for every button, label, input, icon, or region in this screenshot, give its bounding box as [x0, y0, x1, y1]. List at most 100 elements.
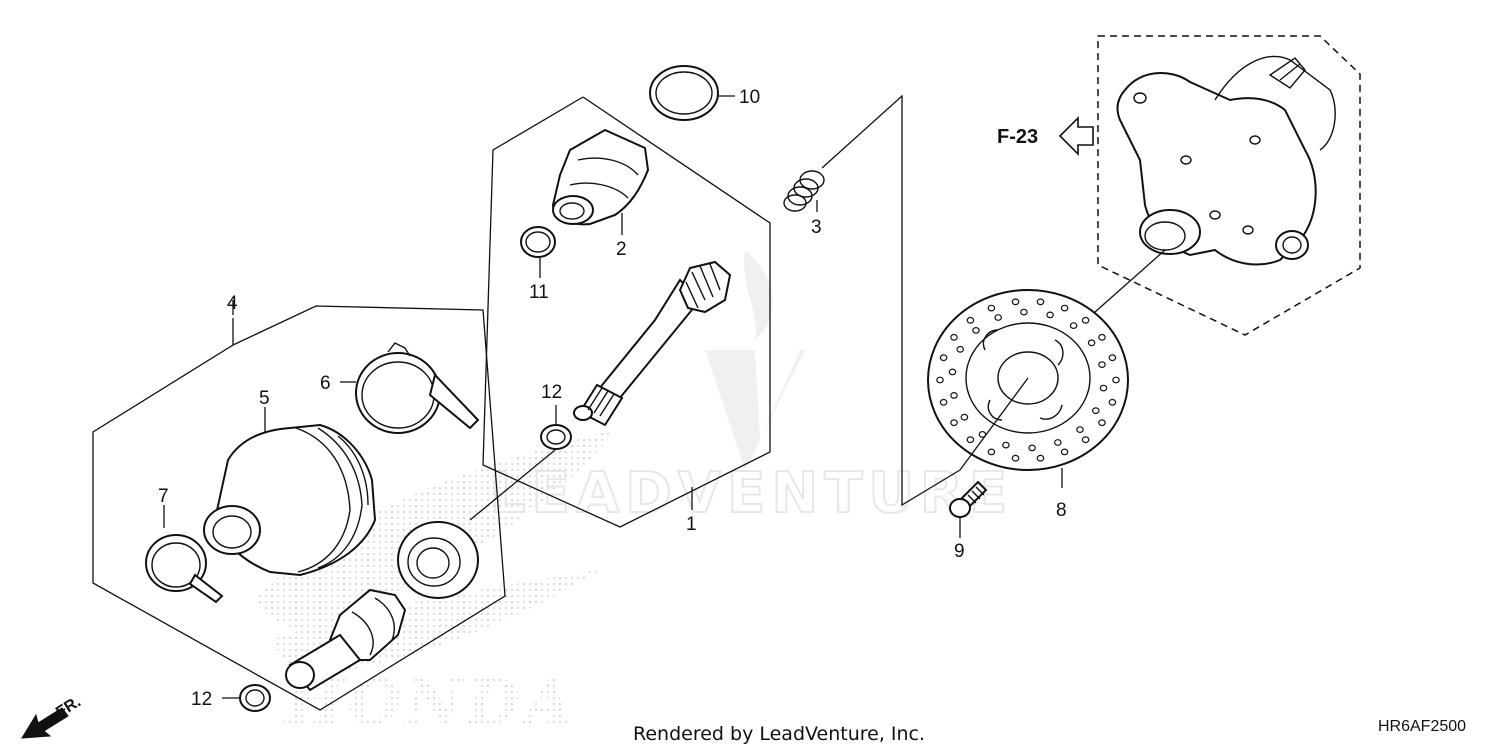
- disc-hole: [1099, 384, 1108, 392]
- disc-hole: [1087, 339, 1096, 347]
- disc-hole: [939, 354, 948, 362]
- f23-arrow-icon: [1058, 116, 1094, 156]
- callout-9: 9: [954, 541, 965, 562]
- shaft-spline-teeth: [685, 263, 721, 309]
- boot-small-end: [203, 505, 261, 555]
- diagram-code: HR6AF2500: [1378, 718, 1466, 735]
- universal-joint: [285, 588, 407, 692]
- disc-hole: [966, 316, 975, 324]
- joint-end: [285, 661, 315, 689]
- clamp-7-tail: [188, 573, 224, 604]
- disc-vent-holes: [936, 298, 1120, 462]
- ring-12-lower: [239, 684, 271, 712]
- boot-convolutions: [295, 427, 369, 573]
- group-3-outline: [821, 94, 961, 507]
- spring-3: [783, 170, 825, 212]
- disc-hole: [972, 327, 980, 334]
- callout-3: 3: [811, 217, 822, 238]
- o-ring-10-inner: [655, 71, 713, 115]
- clamp-7: [145, 534, 224, 604]
- disc-hole: [1060, 448, 1069, 456]
- hub-dashed-outline: [1097, 35, 1361, 336]
- disc-hole: [1112, 376, 1120, 384]
- disc-hole: [948, 368, 957, 376]
- disc-hole: [1092, 407, 1100, 415]
- callout-1: 1: [686, 514, 697, 535]
- ring-11-inner: [525, 231, 551, 253]
- disc-hole: [950, 333, 958, 341]
- ring12-to-joint-leader: [469, 449, 556, 521]
- disc-hole: [960, 413, 969, 421]
- callout-6: 6: [320, 373, 331, 394]
- callout-4: 4: [227, 293, 238, 314]
- outboard-cup-mouth: [552, 195, 594, 225]
- disc-hole: [966, 436, 975, 444]
- disc-hole: [939, 398, 948, 406]
- disc-hole: [1028, 444, 1036, 452]
- disc-outer: [927, 289, 1129, 471]
- callout-2: 2: [616, 239, 627, 260]
- disc-hole: [1098, 419, 1106, 427]
- callout-11: 11: [529, 282, 549, 303]
- leadventure-logo-watermark: [705, 250, 805, 470]
- shaft-spline-ridges: [587, 387, 615, 417]
- callout-12-upper: 12: [541, 382, 562, 403]
- bearing-outer: [397, 521, 479, 599]
- brake-disc-8: [927, 289, 1129, 471]
- disc-hole: [1020, 308, 1028, 316]
- disc-hole: [1002, 441, 1010, 449]
- disc-hole: [1108, 398, 1117, 406]
- inboard-bearing: [397, 521, 479, 599]
- shaft-spline-gear: [678, 260, 732, 314]
- disc-hole: [1054, 439, 1062, 446]
- disc-hole: [1011, 454, 1020, 462]
- disc-hole: [1046, 311, 1054, 319]
- disc-inner-ring: [965, 322, 1091, 434]
- clamp-6-tail: [428, 372, 480, 430]
- disc-to-bolt-leader: [959, 377, 1029, 471]
- ring-12-lower-inner: [245, 689, 265, 707]
- bearing-bore: [416, 547, 450, 579]
- disc-hole: [1098, 333, 1106, 341]
- hub-caliper-bracket: [1268, 57, 1306, 89]
- f23-reference-label: F-23: [997, 126, 1038, 148]
- render-credit: Rendered by LeadVenture, Inc.: [633, 723, 925, 745]
- hub-boss: [1139, 209, 1201, 255]
- boot-5: [203, 423, 377, 577]
- hub-lower-boss: [1275, 230, 1309, 260]
- o-ring-10: [649, 65, 719, 121]
- disc-hole: [936, 376, 944, 384]
- spring-coil: [783, 194, 807, 212]
- bearing-inner: [407, 537, 461, 587]
- hub-lower-boss-bore: [1282, 236, 1302, 254]
- hub-to-disc-leader: [1094, 249, 1166, 313]
- boot-small-end-bore: [212, 515, 252, 549]
- disc-hole: [994, 314, 1003, 321]
- disc-hole: [1081, 316, 1090, 324]
- disc-center-bore: [997, 351, 1059, 405]
- callout-7: 7: [158, 486, 169, 507]
- clamp-7-band: [145, 534, 207, 592]
- clamp-7-inner: [151, 542, 201, 588]
- callout-8: 8: [1056, 500, 1067, 521]
- disc-hole: [950, 392, 958, 399]
- outboard-cup-ribs: [569, 157, 639, 199]
- hub-flange-holes: [1133, 92, 1261, 235]
- hub-assembly: [1094, 35, 1361, 336]
- clamp-6-band: [355, 352, 441, 434]
- shaft-assembly: [482, 96, 771, 528]
- spring-coil: [787, 186, 813, 206]
- disc-hole: [1076, 426, 1084, 434]
- group-1-outline: [482, 96, 771, 528]
- disc-hole: [987, 304, 996, 312]
- disc-hole: [950, 419, 958, 427]
- outboard-cup-bore: [559, 202, 585, 220]
- disc-hole: [1108, 354, 1117, 362]
- front-arrow-icon: [21, 707, 69, 739]
- ring-12-upper: [540, 424, 572, 450]
- group-4-outline: [92, 305, 506, 711]
- hub-arm: [1214, 55, 1336, 151]
- clamp-6-tab: [387, 342, 411, 357]
- disc-hole: [956, 345, 965, 353]
- disc-hole: [1036, 298, 1045, 306]
